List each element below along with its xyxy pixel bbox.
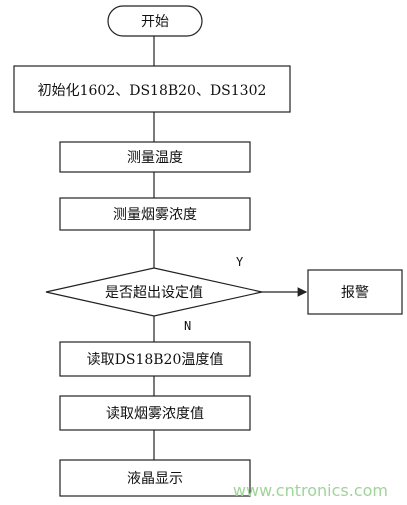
read-temp-node: 读取DS18B20温度值 [59,341,251,377]
display-node: 液晶显示 [59,459,251,497]
measure-temp-label: 测量温度 [127,150,183,166]
init-node: 初始化1602、DS18B20、DS1302 [13,65,291,113]
display-label: 液晶显示 [127,471,183,487]
read-temp-label: 读取DS18B20温度值 [87,351,224,368]
connectors [153,36,308,460]
decision-label: 是否超出设定值 [105,285,203,301]
decision-node: 是否超出设定值 [45,267,263,317]
measure-smoke-label: 测量烟雾浓度 [113,207,197,223]
start-label: 开始 [141,14,169,30]
read-smoke-label: 读取烟雾浓度值 [106,405,204,422]
start-node: 开始 [107,5,203,37]
measure-temp-node: 测量温度 [59,141,251,173]
no-label: N [184,319,191,333]
yes-label: Y [236,255,244,269]
watermark: www.cntronics.com [233,481,388,500]
read-smoke-node: 读取烟雾浓度值 [59,395,251,431]
alarm-node: 报警 [307,269,403,315]
measure-smoke-node: 测量烟雾浓度 [59,197,251,231]
init-label: 初始化1602、DS18B20、DS1302 [38,82,267,99]
alarm-label: 报警 [341,285,369,301]
